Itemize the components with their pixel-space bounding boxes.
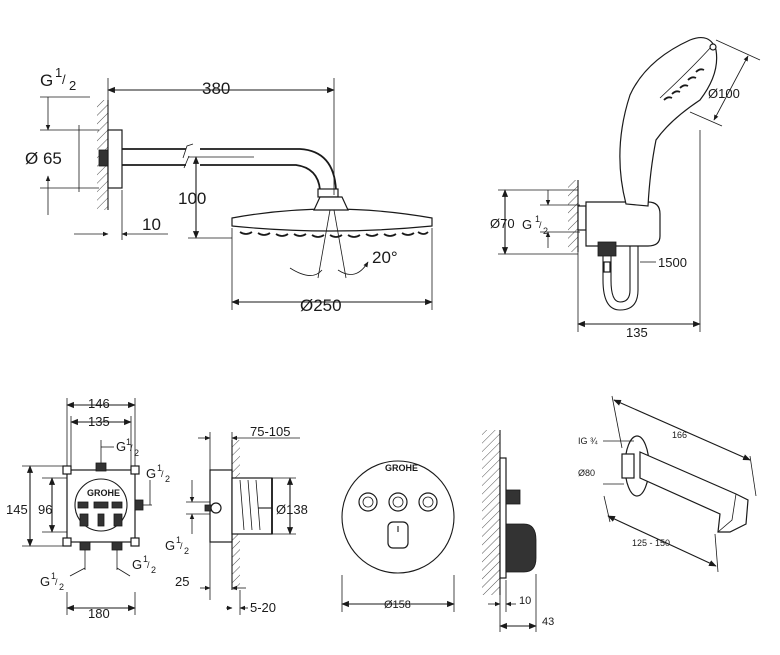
hand-spray-nozzles <box>663 68 705 101</box>
top-outlet <box>95 462 107 472</box>
function-button-3 <box>418 492 438 512</box>
shower-arm-bend <box>200 148 337 191</box>
svg-text:1: 1 <box>176 535 181 545</box>
svg-text:1: 1 <box>157 463 162 473</box>
svg-text:2: 2 <box>165 474 170 484</box>
button-side <box>505 489 521 505</box>
svg-text:/: / <box>130 443 133 453</box>
arm-joint <box>317 188 339 198</box>
svg-text:1: 1 <box>51 571 56 581</box>
dim-box-height-outer: 145 <box>6 502 28 517</box>
dim-drop-height: 100 <box>178 189 206 208</box>
svg-text:2: 2 <box>543 226 548 236</box>
bottom-right-outlet <box>111 541 123 551</box>
dim-cover-dia: Ø138 <box>276 502 308 517</box>
dim-tilt-angle: 20° <box>372 248 398 267</box>
wall-hatch <box>568 180 578 252</box>
trim-grohe-logo: GROHE <box>385 463 418 473</box>
dim-plate-depth: 10 <box>519 595 531 607</box>
dim-box-width-outer: 146 <box>88 396 110 411</box>
spout-body <box>639 451 749 533</box>
dim-box-height-inner: 96 <box>38 502 52 517</box>
dim-box-base-width: 180 <box>88 606 110 621</box>
hose <box>602 246 639 311</box>
label-thread-den: 2 <box>69 78 76 93</box>
svg-text:1: 1 <box>535 214 540 224</box>
svg-text:/: / <box>161 469 164 479</box>
dim-flange-dia: Ø 65 <box>25 149 62 168</box>
wall-union-holder <box>585 201 661 247</box>
dim-arm-length: 380 <box>202 79 230 98</box>
svg-text:/: / <box>62 72 66 87</box>
shower-head-plate <box>231 208 433 232</box>
trim-plate-side <box>499 457 507 579</box>
label-spout-thread: IG ¾ <box>578 436 598 446</box>
dim-knob-depth: 43 <box>542 616 554 628</box>
svg-text:2: 2 <box>184 546 189 556</box>
svg-text:/: / <box>539 220 542 230</box>
dim-hand-projection: 135 <box>626 325 648 340</box>
svg-text:1: 1 <box>143 554 148 564</box>
function-button-2 <box>388 492 408 512</box>
spout-view: IG ¾ 166 Ø80 125 - 150 <box>578 395 757 573</box>
label-thread-bottom-right: G <box>132 557 142 572</box>
function-button-1 <box>358 492 378 512</box>
wall-hatch <box>482 430 500 595</box>
trim-plate <box>341 460 455 574</box>
grohe-logo: GROHE <box>87 488 120 498</box>
head-shower-view: 380 G 1 / 2 Ø 65 10 100 20° Ø250 <box>25 65 433 315</box>
knob-side <box>505 523 537 573</box>
dim-tile-range: 5-20 <box>250 600 276 615</box>
rough-in-side-view: 75-105 Ø138 G 1 / 2 25 5-20 <box>165 424 308 615</box>
dim-depth-range: 75-105 <box>250 424 290 439</box>
dim-rosette-dia: Ø80 <box>578 468 595 478</box>
spout-thread <box>621 453 635 479</box>
rough-in-box-front-view: GROHE 146 135 G 1 / 2 G 1 / 2 <box>6 396 170 621</box>
svg-text:1: 1 <box>126 437 131 447</box>
label-thread: G <box>522 217 532 232</box>
svg-text:2: 2 <box>59 582 64 592</box>
dim-elbow-dia: Ø70 <box>490 216 515 231</box>
trim-plate-front-view: GROHE Ø158 <box>341 460 455 612</box>
dim-mount-range: 125 - 150 <box>632 538 670 548</box>
svg-text:/: / <box>180 541 183 551</box>
label-thread-bottom-left: G <box>40 574 50 589</box>
dim-head-dia: Ø250 <box>300 296 342 315</box>
outlet-flange <box>577 205 587 231</box>
label-thread: G <box>40 71 53 90</box>
svg-text:2: 2 <box>134 448 139 458</box>
rough-in-circle <box>74 478 128 532</box>
hose-nut <box>597 241 617 257</box>
shower-head-neck <box>313 196 349 211</box>
dim-hose-length: 1500 <box>658 255 687 270</box>
bottom-left-outlet <box>79 541 91 551</box>
label-thread-top: G <box>116 439 126 454</box>
spray-nozzles <box>239 231 429 238</box>
valve-body-front <box>231 477 273 535</box>
wall-thread-stub <box>98 149 109 167</box>
label-thread-num: 1 <box>55 65 62 80</box>
dim-offset: 25 <box>175 574 189 589</box>
temperature-knob <box>387 521 409 549</box>
svg-text:2: 2 <box>151 565 156 575</box>
wall-flange <box>107 129 123 189</box>
label-thread-right: G <box>146 466 156 481</box>
label-thread: G <box>165 538 175 553</box>
dim-box-width-inner: 135 <box>88 414 110 429</box>
svg-text:/: / <box>55 577 58 587</box>
shower-arm <box>122 148 186 166</box>
trim-side-view: 10 43 <box>482 430 554 632</box>
right-outlet <box>134 499 144 511</box>
hand-shower-view: Ø100 Ø70 G 1 / 2 1500 135 <box>490 37 761 340</box>
arm-break <box>182 143 194 169</box>
dim-projection-depth: 10 <box>142 215 161 234</box>
dim-spout-length: 166 <box>672 430 687 440</box>
dim-trim-dia: Ø158 <box>384 599 411 611</box>
dim-hand-head-dia: Ø100 <box>708 86 740 101</box>
svg-text:/: / <box>147 560 150 570</box>
hand-shower-handle <box>619 37 718 207</box>
